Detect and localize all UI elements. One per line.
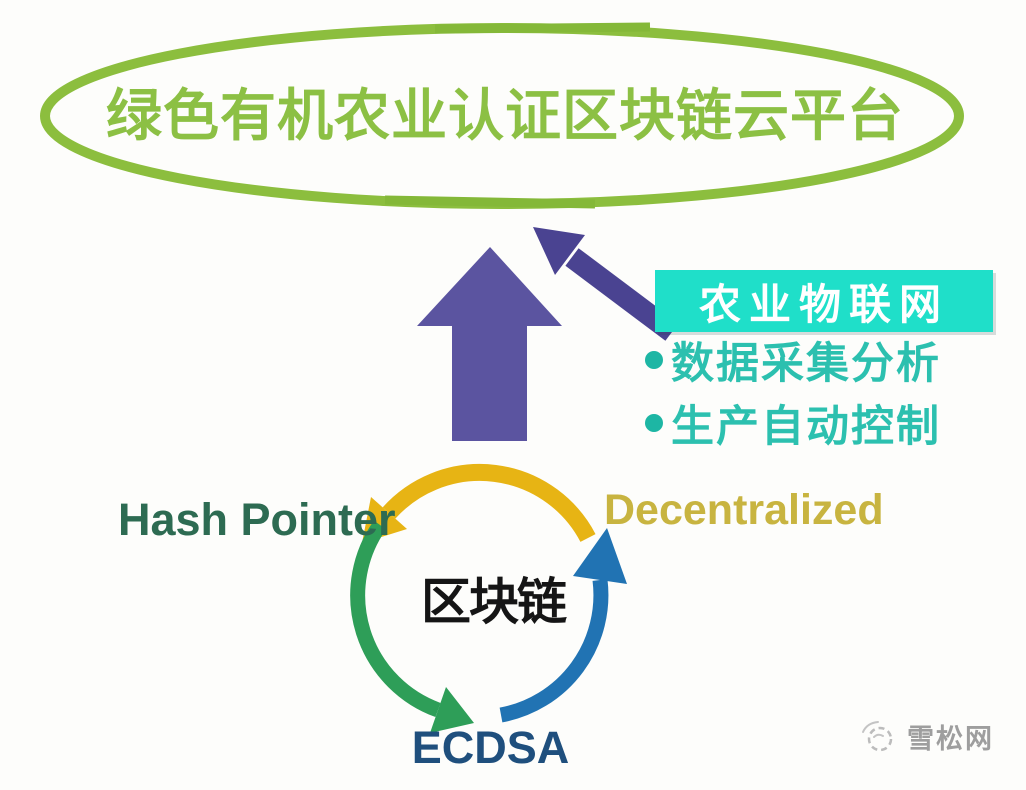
cycle-arrow-top-icon — [382, 463, 596, 543]
ellipse-marker-stroke-top — [434, 22, 651, 34]
watermark-logo-icon — [862, 721, 893, 752]
cycle-arrow-right-icon — [499, 579, 609, 723]
cycle-label-hash-pointer: Hash Pointer — [118, 494, 396, 545]
bullet-icon — [645, 414, 663, 432]
platform-title: 绿色有机农业认证区块链云平台 — [106, 84, 904, 147]
watermark: 雪松网 — [858, 716, 994, 756]
cycle-arrow-left-icon — [350, 520, 441, 718]
cycle-arrow-left-head-icon — [430, 687, 474, 733]
up-arrow-icon — [417, 247, 562, 441]
iot-bullet-item: 生产自动控制 — [645, 399, 941, 451]
bullet-icon — [645, 351, 663, 369]
cycle-label-ecdsa: ECDSA — [411, 722, 570, 773]
iot-bullet-label: 生产自动控制 — [671, 403, 941, 451]
ellipse-marker-stroke-bottom — [384, 195, 596, 209]
cycle-arrow-right-head-icon — [573, 528, 627, 584]
iot-bullet-item: 数据采集分析 — [645, 336, 941, 388]
diagonal-arrow-head-icon — [533, 227, 585, 275]
watermark-label: 雪松网 — [907, 723, 994, 754]
iot-panel-header: 农业物联网 — [655, 270, 993, 332]
iot-bullet-label: 数据采集分析 — [671, 340, 941, 388]
cycle-center-label: 区块链 — [421, 574, 567, 630]
iot-bullet-list: 数据采集分析 生产自动控制 — [645, 336, 941, 462]
cycle-label-decentralized: Decentralized — [604, 486, 884, 534]
